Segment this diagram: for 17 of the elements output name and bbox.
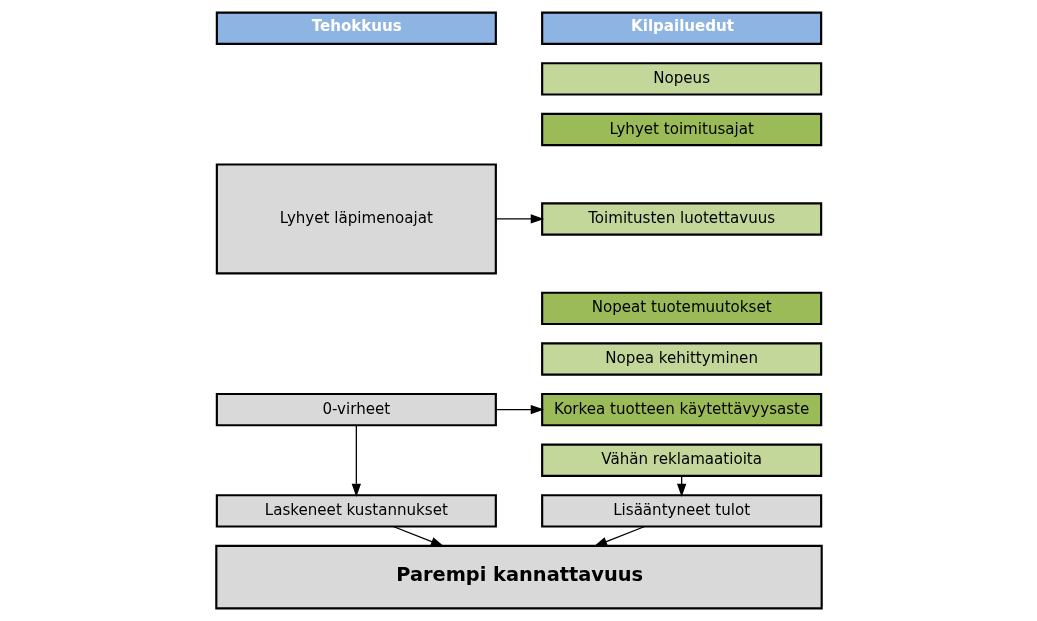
node-box: Laskeneet kustannukset (215, 494, 497, 528)
node-box: Lisääntyneet tulot (540, 494, 822, 528)
node-box: 0-virheet (215, 392, 497, 427)
node-box: Nopeus (540, 62, 822, 96)
node-box: Nopea kehittyminen (540, 342, 822, 376)
node-box: Vähän reklamaatioita (540, 443, 822, 477)
arrow (495, 214, 544, 224)
arrow (495, 404, 544, 415)
node-box: Nopeat tuotemuutokset (540, 291, 822, 326)
node-box: Lyhyet läpimenoajat (215, 163, 497, 275)
node-box: Kilpailuedut (540, 11, 822, 45)
node-box: Korkea tuotteen käytettävyysaste (540, 392, 822, 427)
node-box: Tehokkuus (215, 11, 497, 45)
node-box: Lyhyet toimitusajat (540, 112, 822, 147)
node-box: Toimitusten luotettavuus (540, 202, 822, 236)
node-box: Parempi kannattavuus (214, 544, 823, 610)
arrow (351, 424, 361, 498)
